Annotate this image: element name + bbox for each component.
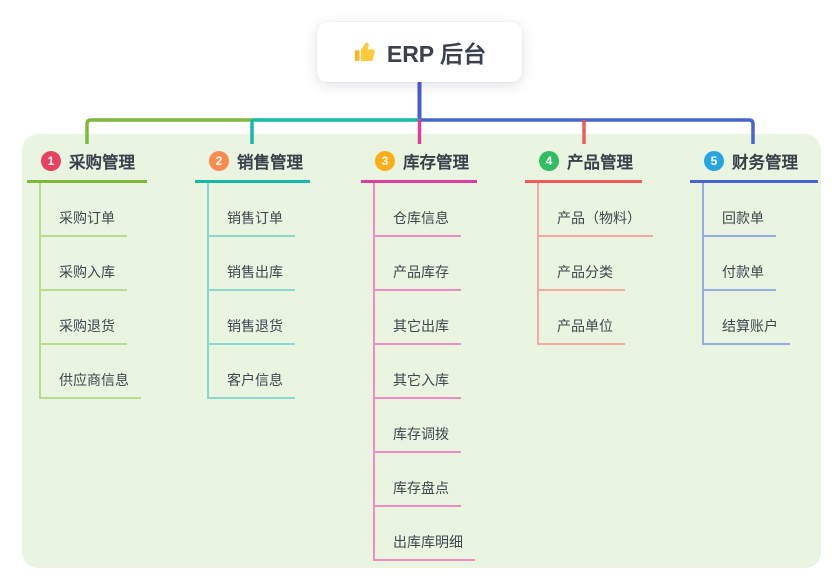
branch-number-badge: 3 <box>375 151 395 171</box>
branch-group-panel <box>22 134 821 568</box>
mindmap-item[interactable]: 出库库明细 <box>375 507 475 561</box>
item-label: 采购入库 <box>41 262 127 291</box>
item-label: 出库库明细 <box>375 532 475 561</box>
thumbs-up-icon <box>354 42 375 62</box>
item-label: 库存调拨 <box>375 424 461 453</box>
mindmap-item[interactable]: 产品库存 <box>375 237 475 291</box>
item-label: 库存盘点 <box>375 478 461 507</box>
item-label: 结算账户 <box>704 316 790 345</box>
mindmap-item[interactable]: 销售出库 <box>209 237 295 291</box>
mindmap-item[interactable]: 库存调拨 <box>375 399 475 453</box>
mindmap-item[interactable]: 仓库信息 <box>375 183 475 237</box>
mindmap-item[interactable]: 产品单位 <box>539 291 653 345</box>
mindmap-item[interactable]: 客户信息 <box>209 345 295 399</box>
branch-finance: 5 财务管理 回款单 付款单 结算账户 <box>690 147 818 345</box>
branch-number-badge: 5 <box>704 151 724 171</box>
mindmap-item[interactable]: 库存盘点 <box>375 453 475 507</box>
item-label: 销售订单 <box>209 208 295 237</box>
branch-label: 采购管理 <box>69 154 135 172</box>
branch-purchase: 1 采购管理 采购订单 采购入库 采购退货 供应商信息 <box>27 147 147 399</box>
branch-label: 产品管理 <box>567 154 633 172</box>
item-label: 仓库信息 <box>375 208 461 237</box>
mindmap-item[interactable]: 采购入库 <box>41 237 141 291</box>
mindmap-item[interactable]: 销售退货 <box>209 291 295 345</box>
item-label: 产品库存 <box>375 262 461 291</box>
mindmap-item[interactable]: 产品（物料） <box>539 183 653 237</box>
item-label: 产品单位 <box>539 316 625 345</box>
item-label: 供应商信息 <box>41 370 141 399</box>
item-label: 销售退货 <box>209 316 295 345</box>
mindmap-item[interactable]: 销售订单 <box>209 183 295 237</box>
branch-node-purchase[interactable]: 1 采购管理 <box>27 147 147 183</box>
branch-items-finance: 回款单 付款单 结算账户 <box>702 183 790 345</box>
item-label: 回款单 <box>704 208 776 237</box>
item-label: 产品分类 <box>539 262 625 291</box>
branch-node-inventory[interactable]: 3 库存管理 <box>361 147 477 183</box>
mindmap-item[interactable]: 供应商信息 <box>41 345 141 399</box>
root-node-title: ERP 后台 <box>386 41 487 67</box>
item-label: 采购订单 <box>41 208 127 237</box>
branch-node-product[interactable]: 4 产品管理 <box>525 147 642 183</box>
branch-sales: 2 销售管理 销售订单 销售出库 销售退货 客户信息 <box>195 147 310 399</box>
branch-number-badge: 1 <box>41 151 61 171</box>
item-label: 产品（物料） <box>539 208 653 237</box>
branch-label: 库存管理 <box>403 154 469 172</box>
mindmap-item[interactable]: 采购订单 <box>41 183 141 237</box>
mindmap-item[interactable]: 结算账户 <box>704 291 790 345</box>
mindmap-item[interactable]: 其它出库 <box>375 291 475 345</box>
item-label: 客户信息 <box>209 370 295 399</box>
branch-items-product: 产品（物料） 产品分类 产品单位 <box>537 183 653 345</box>
branch-product: 4 产品管理 产品（物料） 产品分类 产品单位 <box>525 147 653 345</box>
branch-items-purchase: 采购订单 采购入库 采购退货 供应商信息 <box>39 183 141 399</box>
branch-items-inventory: 仓库信息 产品库存 其它出库 其它入库 库存调拨 库存盘点 出库库明细 <box>373 183 475 561</box>
mindmap-item[interactable]: 产品分类 <box>539 237 653 291</box>
branch-items-sales: 销售订单 销售出库 销售退货 客户信息 <box>207 183 295 399</box>
root-node[interactable]: ERP 后台 <box>317 22 522 82</box>
branch-label: 销售管理 <box>237 154 303 172</box>
mindmap-item[interactable]: 采购退货 <box>41 291 141 345</box>
mindmap-item[interactable]: 回款单 <box>704 183 790 237</box>
branch-node-sales[interactable]: 2 销售管理 <box>195 147 310 183</box>
branch-inventory: 3 库存管理 仓库信息 产品库存 其它出库 其它入库 库存调拨 库存盘点 出库库… <box>361 147 477 561</box>
item-label: 销售出库 <box>209 262 295 291</box>
branch-number-badge: 2 <box>209 151 229 171</box>
branch-number-badge: 4 <box>539 151 559 171</box>
branch-label: 财务管理 <box>732 154 798 172</box>
mindmap-item[interactable]: 其它入库 <box>375 345 475 399</box>
item-label: 采购退货 <box>41 316 127 345</box>
branch-node-finance[interactable]: 5 财务管理 <box>690 147 818 183</box>
item-label: 付款单 <box>704 262 776 291</box>
item-label: 其它出库 <box>375 316 461 345</box>
mindmap-item[interactable]: 付款单 <box>704 237 790 291</box>
item-label: 其它入库 <box>375 370 461 399</box>
